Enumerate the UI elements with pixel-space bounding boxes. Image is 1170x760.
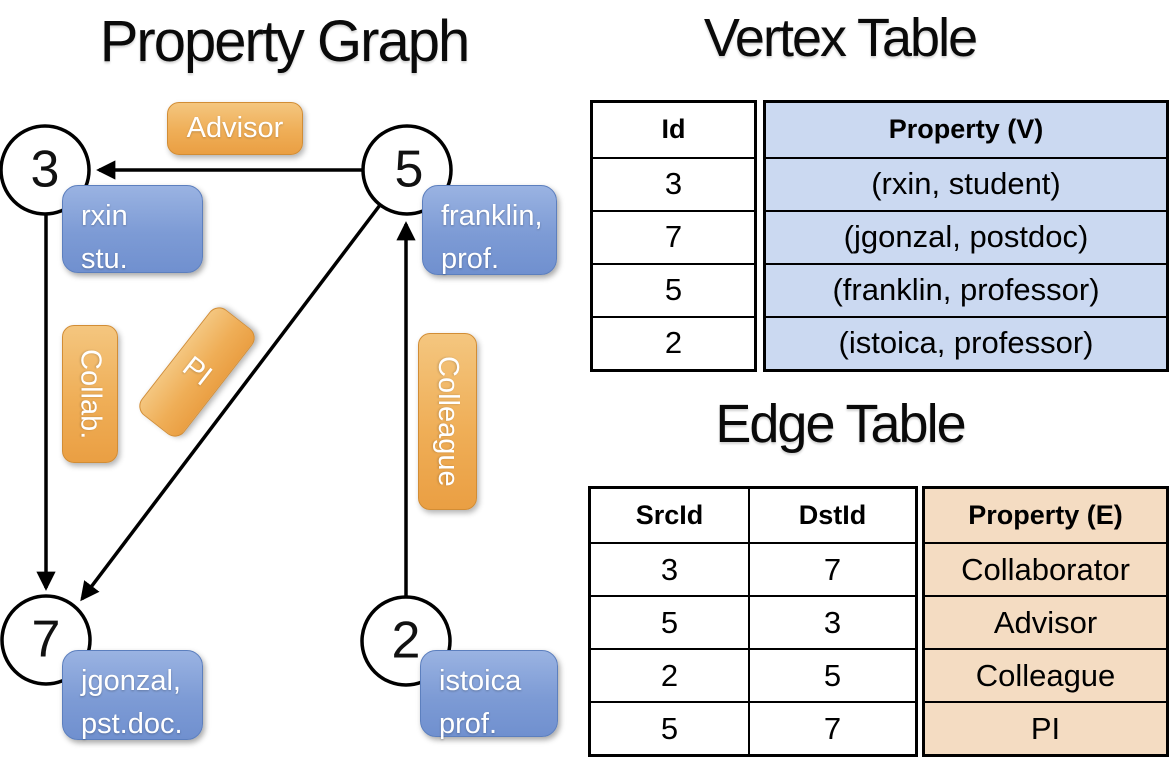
vertex-property-box-istoica: istoica prof. bbox=[420, 650, 558, 740]
edge-srcid-cell: 3 bbox=[591, 542, 748, 595]
edge-label-text: PI bbox=[176, 350, 218, 393]
edge-label-text: Advisor bbox=[186, 112, 284, 144]
vertex-property-box-franklin: franklin, prof. bbox=[422, 185, 557, 275]
vertex-id-cell: 5 bbox=[593, 262, 754, 316]
property-graph-title: Property Graph bbox=[99, 9, 471, 74]
vertex-box-line: prof. bbox=[441, 243, 500, 275]
edge-property-cell: PI bbox=[925, 701, 1166, 754]
vertex-table-property-column: Property (V) (rxin, student) (jgonzal, p… bbox=[763, 100, 1169, 372]
edge-srcid-cell: 5 bbox=[591, 701, 748, 754]
edge-srcid-cell: 2 bbox=[591, 648, 748, 701]
edge-label-text: Collab. bbox=[74, 348, 107, 440]
node-number-2: 2 bbox=[391, 611, 421, 670]
vertex-property-box-jgonzal: jgonzal, pst.doc. bbox=[62, 650, 203, 740]
edge-table-property-header: Property (E) bbox=[925, 489, 1166, 543]
edge-table-property-column: Property (E) Collaborator Advisor Collea… bbox=[922, 486, 1169, 757]
vertex-id-cell: 3 bbox=[593, 156, 754, 210]
vertex-table-id-column: Id 3 7 5 2 bbox=[590, 100, 757, 372]
vertex-box-line: stu. bbox=[81, 243, 128, 275]
edge-property-cell: Advisor bbox=[925, 595, 1166, 649]
edge-srcid-cell: 5 bbox=[591, 595, 748, 648]
edge-table-dstid-column: DstId 7 3 5 7 bbox=[748, 489, 915, 754]
edge-label-collab: Collab. bbox=[62, 325, 118, 463]
edge-label-colleague: Colleague bbox=[418, 333, 477, 510]
edge-property-cell: Colleague bbox=[925, 648, 1166, 702]
edge-dstid-cell: 7 bbox=[750, 701, 915, 754]
vertex-id-cell: 2 bbox=[593, 315, 754, 369]
edge-property-cell: Collaborator bbox=[925, 542, 1166, 596]
edge-table-id-columns: SrcId 3 5 2 5 DstId 7 3 5 7 bbox=[588, 486, 918, 757]
vertex-property-cell: (istoica, professor) bbox=[766, 315, 1166, 370]
edge-label-text: Colleague bbox=[432, 356, 464, 487]
edge-table-dstid-header: DstId bbox=[798, 500, 867, 531]
node-number-3: 3 bbox=[30, 140, 60, 199]
vertex-box-line: franklin, bbox=[441, 200, 543, 232]
vertex-table-property-header: Property (V) bbox=[766, 103, 1166, 157]
vertex-table-title: Vertex Table bbox=[703, 8, 978, 68]
vertex-id-cell: 7 bbox=[593, 209, 754, 263]
vertex-box-line: jgonzal, bbox=[81, 665, 181, 697]
edge-table-title: Edge Table bbox=[715, 394, 966, 454]
vertex-box-line: prof. bbox=[439, 708, 498, 740]
vertex-table-id-header: Id bbox=[661, 114, 686, 145]
node-number-5: 5 bbox=[394, 140, 424, 199]
edge-label-advisor: Advisor bbox=[167, 102, 303, 155]
vertex-property-cell: (franklin, professor) bbox=[766, 262, 1166, 316]
edge-dstid-cell: 5 bbox=[750, 648, 915, 701]
edge-dstid-cell: 7 bbox=[750, 542, 915, 595]
vertex-box-line: pst.doc. bbox=[81, 708, 183, 740]
vertex-property-cell: (jgonzal, postdoc) bbox=[766, 209, 1166, 263]
vertex-box-line: istoica bbox=[439, 665, 522, 697]
edge-dstid-cell: 3 bbox=[750, 595, 915, 648]
edge-table-srcid-header: SrcId bbox=[635, 500, 704, 531]
vertex-box-line: rxin bbox=[81, 200, 128, 232]
vertex-property-box-rxin: rxin stu. bbox=[62, 185, 203, 275]
node-number-7: 7 bbox=[31, 610, 61, 669]
vertex-property-cell: (rxin, student) bbox=[766, 156, 1166, 210]
edge-arrow-5-to-7 bbox=[80, 203, 382, 602]
edge-table-srcid-column: SrcId 3 5 2 5 bbox=[591, 489, 748, 754]
